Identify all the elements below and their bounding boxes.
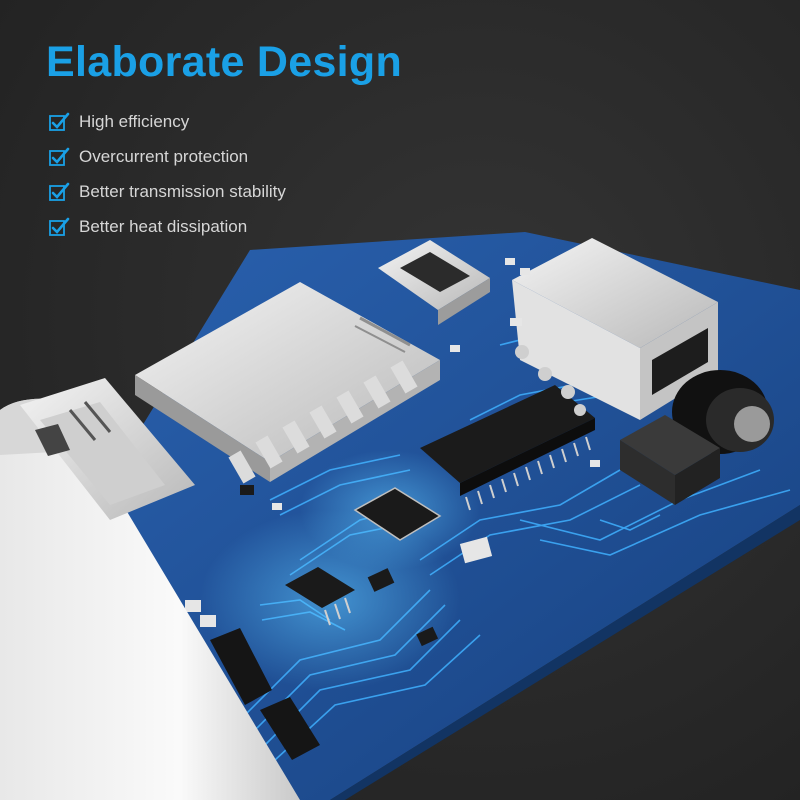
power-module [620, 415, 720, 505]
sd-slot-pins [228, 360, 418, 484]
main-ic-chip [420, 385, 595, 511]
page-title: Elaborate Design [46, 38, 403, 86]
checkbox-check-icon [49, 217, 70, 236]
feature-list: High efficiency Overcurrent protection B… [48, 104, 286, 244]
usb-c-port [378, 240, 490, 325]
usb-a-port [512, 238, 718, 420]
checkbox-check-icon [49, 182, 70, 201]
inductors [515, 345, 586, 416]
feature-item-transmission-stability: Better transmission stability [48, 174, 286, 209]
feature-item-heat-dissipation: Better heat dissipation [48, 209, 286, 244]
checkbox-check-icon [49, 112, 70, 131]
hdmi-port [20, 378, 195, 520]
qfn-chip [353, 487, 442, 541]
flat-connectors [210, 628, 320, 760]
feature-label: High efficiency [79, 111, 190, 131]
feature-label: Better heat dissipation [79, 216, 248, 236]
feature-label: Better transmission stability [79, 181, 286, 201]
checkbox-check-icon [49, 147, 70, 166]
smd-components [185, 258, 600, 627]
small-ic-chip [285, 567, 355, 626]
capacitor [672, 370, 774, 454]
feature-item-high-efficiency: High efficiency [48, 104, 286, 139]
pcb-board-edge [330, 505, 800, 800]
feature-label: Overcurrent protection [79, 146, 249, 166]
feature-item-overcurrent-protection: Overcurrent protection [48, 139, 286, 174]
resistors [240, 485, 439, 647]
